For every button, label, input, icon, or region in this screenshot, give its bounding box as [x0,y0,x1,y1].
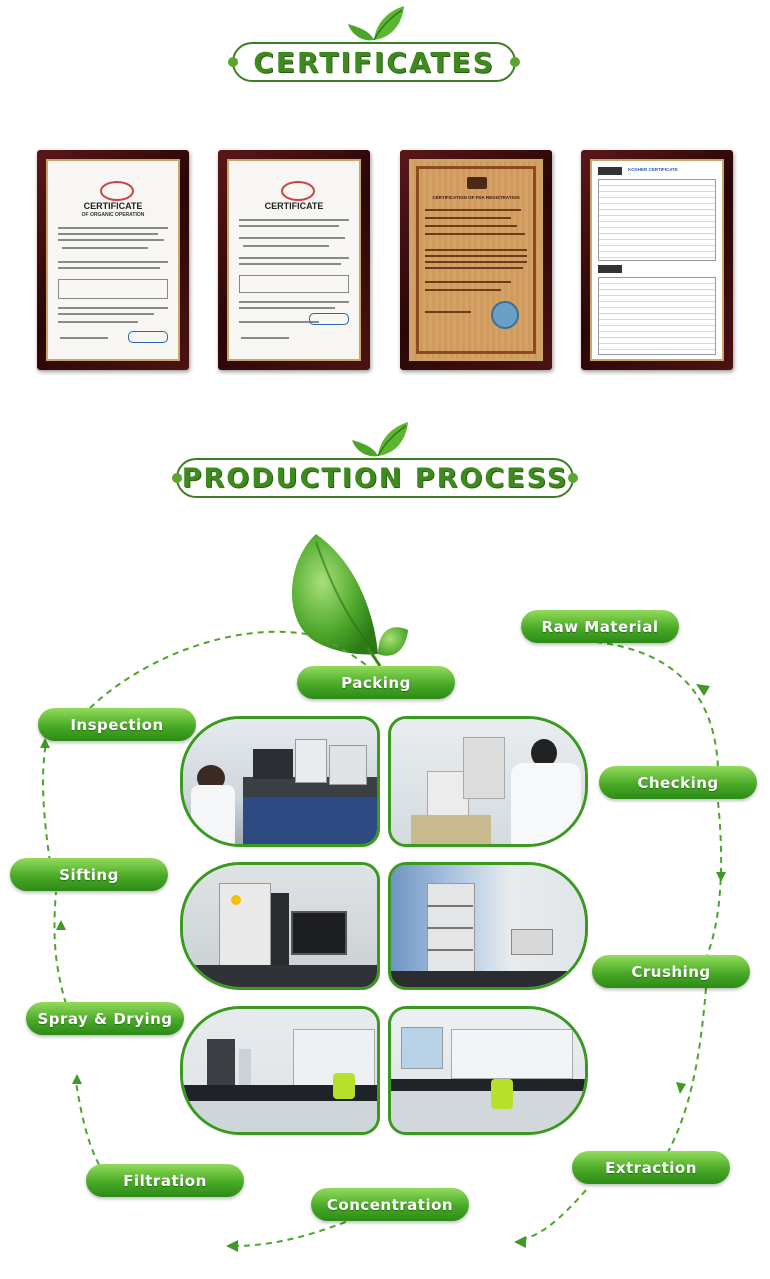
fda-emblem [467,177,487,189]
step-packing: Packing [297,666,455,699]
ecocert-seal [128,331,168,343]
lab-photo-room [388,1006,588,1135]
step-concentration: Concentration [311,1188,469,1221]
certificate-subheading: OF ORGANIC OPERATION [81,212,145,218]
step-inspection: Inspection [38,708,196,741]
step-filtration: Filtration [86,1164,244,1197]
certificate-frame-1: CERTIFICATE OF ORGANIC OPERATION [37,150,189,370]
step-raw-material: Raw Material [521,610,679,643]
big-leaf-icon [291,534,408,667]
certificate-heading: KOSHER CERTIFICATE [628,167,678,172]
step-crushing: Crushing [592,955,750,988]
leaf-icon [348,6,404,41]
step-extraction: Extraction [572,1151,730,1184]
ecocert-seal [309,313,349,325]
leaf-icon [352,422,408,457]
lab-photo-analyzer [180,862,380,990]
step-sifting: Sifting [10,858,168,891]
certificate-frame-3: CERTIFICATION OF FDA REGISTRATION [400,150,552,370]
certificate-frame-4: KOSHER CERTIFICATE [581,150,733,370]
certificate-heading: CERTIFICATE [264,201,324,211]
step-checking: Checking [599,766,757,799]
certificates-title: CERTIFICATES [253,45,495,79]
certificate-heading: CERTIFICATION OF FDA REGISTRATION [432,195,520,200]
certificate-heading: CERTIFICATE [83,201,143,211]
step-spray-drying: Spray & Drying [26,1002,184,1035]
certificate-frame-2: CERTIFICATE [218,150,370,370]
ecocert-logo [281,181,315,201]
lab-photo-researcher [388,716,588,847]
fda-seal [491,301,519,329]
production-title: PRODUCTION PROCESS [181,462,569,494]
ecocert-logo [100,181,134,201]
lab-photo-instruments [180,716,380,847]
lab-photo-hplc [388,862,588,990]
lab-photo-bench [180,1006,380,1135]
kosher-logo [598,167,622,175]
arrow-icon [40,684,726,1252]
